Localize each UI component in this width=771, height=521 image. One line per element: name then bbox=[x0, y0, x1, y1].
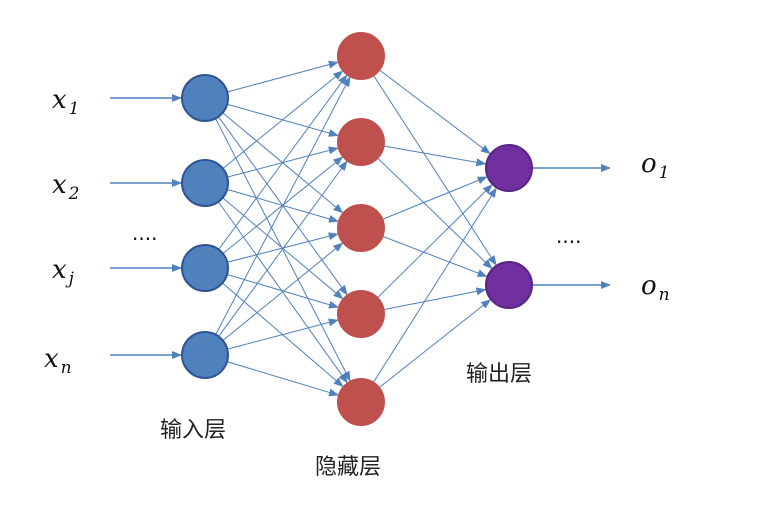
hidden-node-4 bbox=[337, 378, 385, 426]
hidden-layer-caption: 隐藏层 bbox=[315, 455, 381, 480]
input-hidden-edge-0-0 bbox=[227, 60, 339, 93]
hidden-output-edge-3-1 bbox=[383, 287, 487, 311]
hidden-output-edge-2-0 bbox=[382, 176, 488, 220]
hidden-output-edge-0-0 bbox=[379, 69, 491, 155]
connection-edges bbox=[215, 60, 497, 397]
input-node-0 bbox=[181, 74, 229, 122]
input-hidden-edge-2-2 bbox=[227, 232, 339, 263]
input-hidden-edge-2-0 bbox=[218, 74, 348, 250]
hidden-output-edge-4-0 bbox=[372, 187, 497, 383]
input-hidden-edge-3-3 bbox=[227, 318, 339, 350]
input-hidden-edge-3-0 bbox=[215, 76, 351, 335]
hidden-output-edge-1-0 bbox=[383, 145, 487, 167]
hidden-output-edge-2-1 bbox=[382, 235, 488, 277]
hidden-output-edge-3-0 bbox=[377, 184, 493, 299]
hidden-node-0 bbox=[337, 32, 385, 80]
input-hidden-edge-3-2 bbox=[222, 242, 344, 341]
input-node-1 bbox=[181, 159, 229, 207]
input-node-2 bbox=[181, 244, 229, 292]
input-hidden-edge-3-1 bbox=[218, 160, 348, 337]
hidden-node-2 bbox=[337, 204, 385, 252]
output-layer-caption: 输出层 bbox=[466, 362, 532, 387]
output-ellipsis: .... bbox=[556, 224, 581, 248]
output-node-1 bbox=[485, 261, 533, 309]
input-hidden-edge-2-3 bbox=[226, 274, 339, 309]
input-hidden-edge-3-4 bbox=[226, 361, 339, 397]
input-node-3 bbox=[181, 331, 229, 379]
hidden-output-edge-0-1 bbox=[373, 75, 497, 266]
hidden-output-edge-4-1 bbox=[378, 299, 491, 389]
output-node-0 bbox=[485, 144, 533, 192]
hidden-node-1 bbox=[337, 118, 385, 166]
input-hidden-edge-1-0 bbox=[222, 70, 344, 169]
neuron-nodes bbox=[181, 32, 533, 426]
input-ellipsis: .... bbox=[132, 221, 157, 245]
hidden-output-edge-1-1 bbox=[377, 157, 493, 270]
input-layer-caption: 输入层 bbox=[160, 418, 226, 443]
io-arrows bbox=[110, 94, 611, 359]
hidden-node-3 bbox=[337, 290, 385, 338]
